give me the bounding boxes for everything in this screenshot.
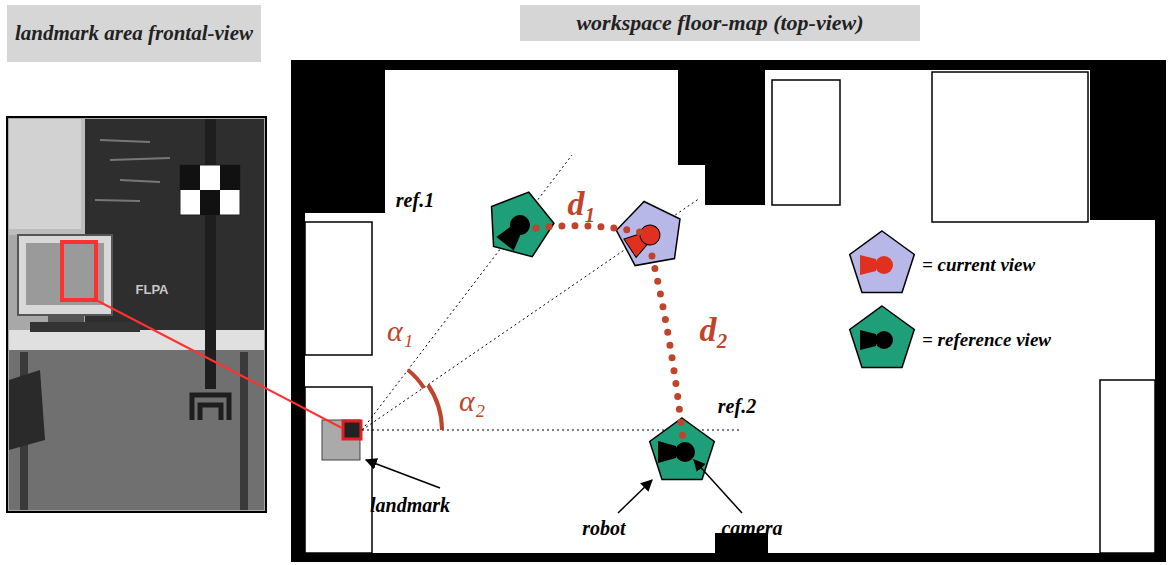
photo-text: FLPA bbox=[136, 283, 169, 297]
landmark-marker bbox=[322, 420, 361, 460]
angle-label: α₁ bbox=[387, 314, 413, 347]
angle-label: α₂ bbox=[459, 384, 485, 417]
displacement-dots bbox=[536, 226, 683, 440]
part-label: robot bbox=[582, 517, 625, 539]
position-label: ref.2 bbox=[718, 395, 756, 417]
floor-map bbox=[291, 60, 1166, 562]
legend-reference-sample bbox=[850, 306, 915, 368]
legend-text: = reference view bbox=[922, 330, 1051, 351]
part-label: camera bbox=[721, 517, 782, 539]
map-header-band: workspace floor-map (top-view) bbox=[520, 5, 920, 41]
legend-current-sample bbox=[850, 231, 915, 293]
robot-ref2 bbox=[650, 418, 715, 480]
legend-text: = current view bbox=[922, 255, 1035, 276]
distance-label: d₂ bbox=[700, 311, 729, 348]
position-label: ref.1 bbox=[396, 189, 434, 211]
sight-lines bbox=[362, 155, 740, 430]
zoom-line bbox=[96, 300, 342, 428]
landmark-photo bbox=[7, 117, 266, 512]
angle-arcs bbox=[408, 370, 442, 430]
distance-label: d₁ bbox=[568, 185, 597, 222]
robot-ref1 bbox=[482, 184, 560, 260]
photo-header-band: landmark area frontal-view bbox=[7, 5, 261, 62]
header-text: landmark area frontal-view bbox=[15, 21, 253, 45]
header-text: workspace floor-map (top-view) bbox=[576, 10, 863, 35]
part-label: landmark bbox=[370, 494, 450, 516]
